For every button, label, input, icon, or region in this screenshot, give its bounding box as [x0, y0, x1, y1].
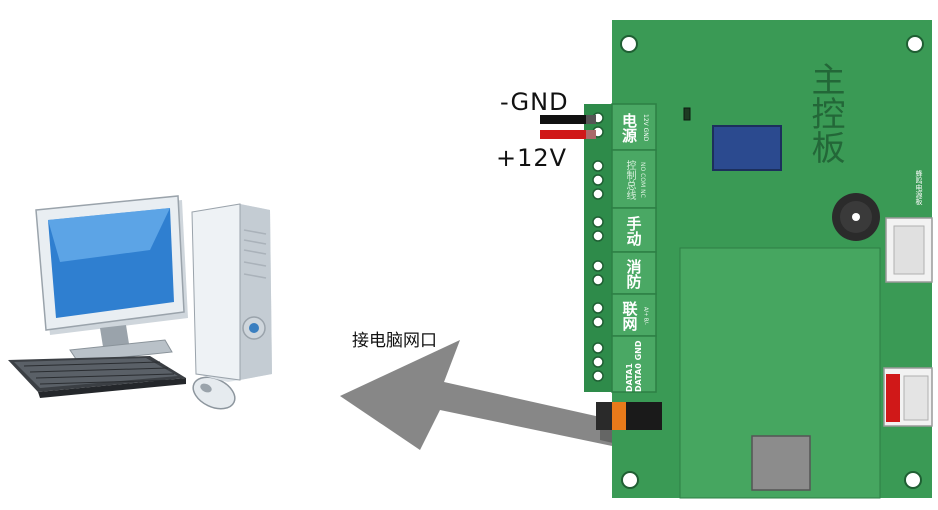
terminal-fire-label: 消防 — [624, 259, 643, 289]
computer-icon — [8, 195, 272, 410]
terminal-labels — [611, 103, 657, 393]
gnd-wire — [540, 115, 596, 124]
mounting-hole — [620, 35, 924, 489]
connect-pc-label: 接电脑网口 — [352, 331, 437, 351]
main-control-board — [584, 20, 933, 499]
gnd-label: -GND — [500, 88, 569, 116]
terminal-network-label: 联网 A/+ B/- — [620, 301, 649, 331]
dc-jack — [596, 402, 662, 430]
terminal-strip — [584, 104, 612, 392]
buzzer-icon — [832, 193, 880, 241]
power-wires — [540, 115, 596, 139]
terminal-bus-label: 控制总线 NO COM NC — [624, 160, 646, 200]
side-connector-top — [885, 217, 933, 283]
terminal-data-label: DATA1 DATA0 GND — [625, 340, 643, 393]
relay-component — [712, 125, 782, 171]
led-indicator — [683, 107, 691, 121]
v12-label: +12V — [496, 144, 568, 172]
v12-wire — [540, 130, 596, 139]
buzzer-side-label: 蜂鸣电源板 — [915, 170, 923, 205]
terminal-manual-label: 手动 — [624, 216, 643, 246]
terminal-power-label: 电源 12V GND — [620, 113, 649, 143]
side-connector-bottom — [883, 367, 933, 427]
network-port — [751, 435, 811, 491]
board-title: 主控板 — [805, 62, 845, 164]
